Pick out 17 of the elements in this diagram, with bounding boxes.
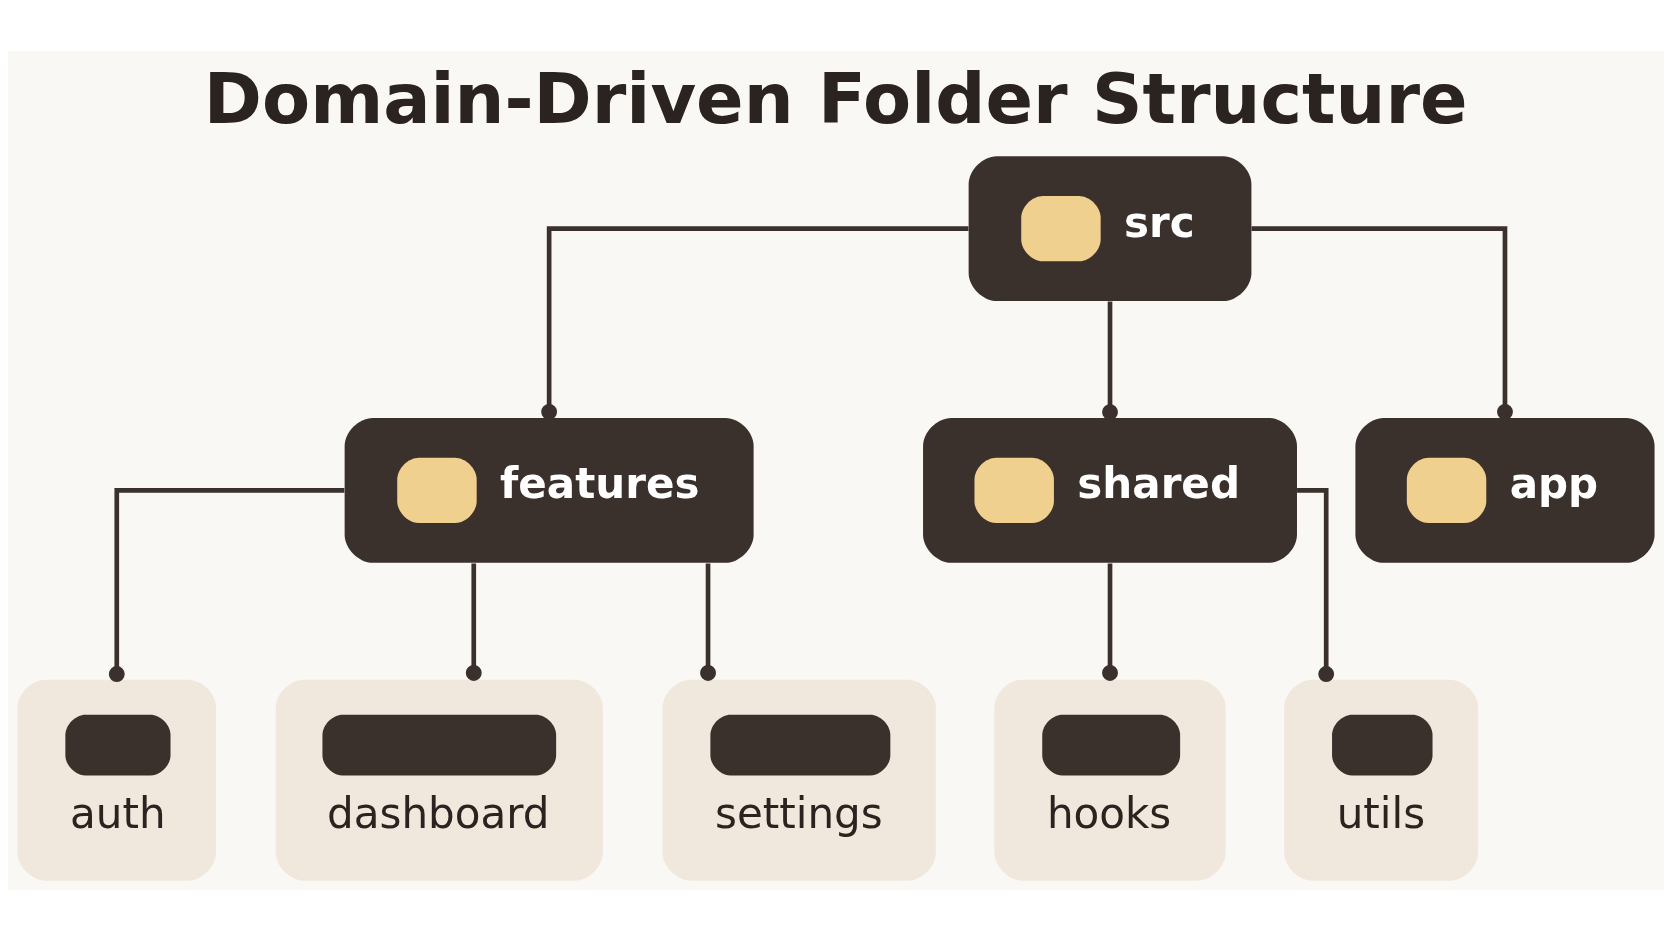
node-box: utils <box>1284 679 1479 881</box>
node-box: app <box>1355 417 1655 563</box>
connector <box>1251 226 1513 420</box>
node-box: settings <box>662 679 936 881</box>
connector <box>1102 301 1118 421</box>
node-box: hooks <box>994 679 1226 881</box>
connector <box>1102 563 1118 681</box>
connector <box>700 563 716 681</box>
node-box: features <box>344 417 754 563</box>
connector <box>108 488 345 682</box>
node-box: shared <box>923 417 1297 563</box>
node-box: dashboard <box>275 679 603 881</box>
node-box: src <box>968 156 1252 302</box>
diagram-title: Domain-Driven Folder Structure <box>203 58 1468 141</box>
connector <box>541 226 969 420</box>
connector <box>465 563 482 681</box>
node-box: auth <box>17 679 217 881</box>
